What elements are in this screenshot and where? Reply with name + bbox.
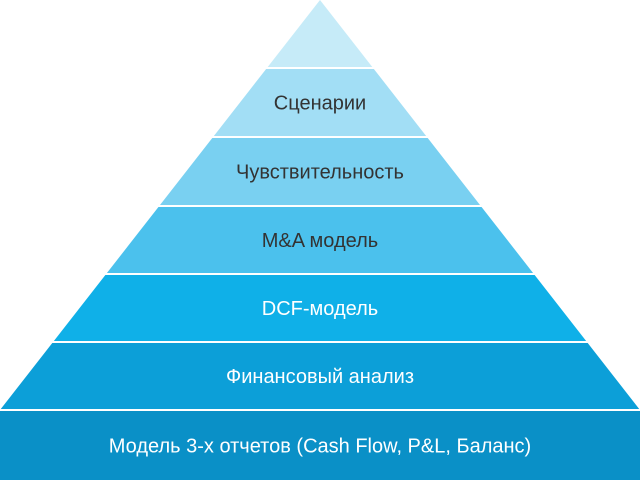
pyramid-tier-2 — [213, 69, 427, 136]
pyramid-tier-label-6: Финансовый анализ — [226, 366, 414, 388]
pyramid-tier-label-2: Сценарии — [274, 93, 366, 115]
pyramid-tier-label-7: Модель 3-х отчетов (Cash Flow, P&L, Бала… — [109, 436, 531, 458]
pyramid-tier-label-3: Чувствительность — [236, 162, 404, 184]
pyramid-tier-label-4: M&A модель — [262, 230, 378, 252]
pyramid-tier-5 — [53, 275, 587, 341]
pyramid-tier-label-5: DCF-модель — [262, 298, 378, 320]
pyramid-tier-6 — [0, 343, 640, 409]
pyramid-tier-3 — [160, 138, 480, 205]
pyramid-tier-7 — [0, 411, 640, 480]
pyramid-tier-4 — [106, 207, 534, 273]
pyramid-tier-1 — [267, 0, 373, 67]
